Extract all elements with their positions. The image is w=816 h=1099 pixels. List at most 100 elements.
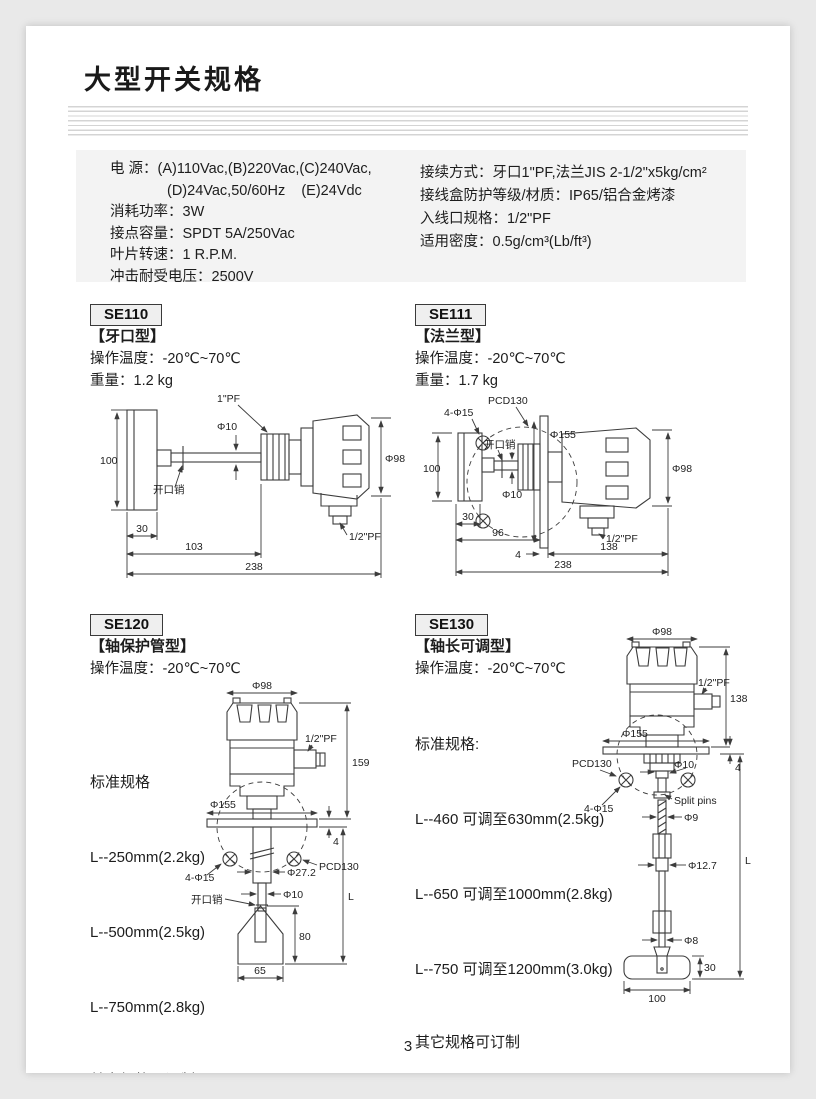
se110-dim-phi98: Φ98 [385,453,405,465]
se120-dim-halfpf: 1/2"PF [305,733,337,745]
se130-section-header: SE130 【轴长可调型】 操作温度：-20℃~70℃ [415,614,566,680]
se120-dim-phi10: Φ10 [283,889,303,901]
se130-dim-halfpf: 1/2"PF [698,677,730,689]
se111-dim-138: 138 [600,541,618,553]
se111-dim-holes: 4-Φ15 [444,407,474,419]
se130-std-line: L--750 可调至1200mm(3.0kg) [415,961,613,978]
se130-dim-phi10: Φ10 [674,759,694,771]
spec-protection: 接线盒防护等级/材质：IP65/铝合金烤漆 [420,188,676,204]
se130-std-title: 标准规格: [415,736,480,753]
se111-dim-halfpf: 1/2"PF [606,533,638,545]
se130-dim-pcd: PCD130 [572,758,612,770]
se130-dim-phi155: Φ155 [622,728,648,740]
spec-connection: 接续方式：牙口1"PF,法兰JIS 2-1/2"x5kg/cm² [420,165,707,181]
se130-standard-specs: 标准规格: L--460 可调至630mm(2.5kg) L--650 可调至1… [415,682,613,1073]
page-number: 3 [403,1038,413,1055]
spec-withstand: 冲击耐受电压：2500V [110,268,254,285]
se130-dim-L: L [745,855,751,867]
se120-dim-pin: 开口销 [191,893,223,906]
se130-dim-split: Split pins [674,795,717,807]
se111-model-badge: SE111 [415,304,487,326]
spec-consumption: 消耗功率：3W [110,204,205,220]
se130-dim-4: 4 [735,762,741,774]
se111-dim-96: 96 [492,527,504,539]
se110-dim-100: 100 [100,455,118,467]
se120-std-line: L--250mm(2.2kg) [90,849,206,866]
specs-left-column: 电 源：(A)110Vac,(B)220Vac,(C)240Vac, (D)24… [110,159,372,288]
se111-type: 【法兰型】 [415,328,491,345]
se111-dim-100: 100 [423,463,441,475]
spec-power: 电 源：(A)110Vac,(B)220Vac,(C)240Vac, [110,161,372,177]
se111-dim-pcd: PCD130 [488,395,528,407]
se110-temp: 操作温度：-20℃~70℃ [90,351,241,367]
spec-density: 适用密度：0.5g/cm³(Lb/ft³) [420,234,592,250]
se130-dim-holes: 4-Φ15 [584,803,614,815]
se111-dim-phi155: Φ155 [550,429,576,441]
se120-dim-80: 80 [299,931,311,943]
se130-technical-drawing: Φ98 1/2"PF 138 Φ155 4 PCD130 Φ10 Split p… [572,626,751,1005]
se130-std-line: L--460 可调至630mm(2.5kg) [415,811,605,828]
se120-dim-159: 159 [352,757,370,769]
se130-dim-100: 100 [648,993,666,1005]
se130-dim-phi9: Φ9 [684,812,698,824]
se120-section-header: SE120 【轴保护管型】 操作温度：-20℃~70℃ [90,614,241,680]
se110-model-badge: SE110 [90,304,163,326]
spec-rotation: 叶片转速：1 R.P.M. [110,247,238,263]
se120-standard-specs: 标准规格 L--250mm(2.2kg) L--500mm(2.5kg) L--… [90,720,205,1073]
se111-temp: 操作温度：-20℃~70℃ [415,351,566,367]
se120-dim-holes: 4-Φ15 [185,872,215,884]
se110-dim-pin: 开口销 [153,483,185,496]
se110-device-shapes [126,409,370,525]
se130-std-line: L--650 可调至1000mm(2.8kg) [415,886,613,903]
se120-model-badge: SE120 [90,614,164,636]
spec-inlet: 入线口规格：1/2"PF [420,211,551,227]
se120-dimension-lines [206,690,351,982]
document-page: 大型开关规格 电 源：(A)110Vac,(B)220Vac,(C)240Vac… [26,26,790,1073]
se120-dim-phi98: Φ98 [252,680,272,692]
se110-dim-238: 238 [245,561,263,573]
se110-type: 【牙口型】 [90,328,166,345]
se130-dimension-lines [599,636,744,994]
specs-right-column: 接续方式：牙口1"PF,法兰JIS 2-1/2"x5kg/cm² 接线盒防护等级… [420,162,707,254]
se130-device-shapes [602,641,721,980]
se111-dimension-lines [432,406,672,576]
page-title: 大型开关规格 [84,65,264,95]
spec-power-2: (D)24Vac,50/60Hz (E)24Vdc [167,182,362,199]
se110-technical-drawing: 1"PF Φ10 100 开口销 Φ98 30 103 238 1/2"PF [100,393,405,578]
se111-dim-phi10: Φ10 [502,489,522,501]
se120-dim-L: L [348,891,354,903]
se120-std-line: L--500mm(2.5kg) [90,924,206,941]
spec-contact: 接点容量：SPDT 5A/250Vac [110,225,295,242]
se120-std-line: L--750mm(2.8kg) [90,999,206,1016]
se110-dim-30: 30 [136,523,148,535]
se120-type: 【轴保护管型】 [90,638,196,655]
se110-dim-phi10: Φ10 [217,421,237,433]
common-specs-box: 电 源：(A)110Vac,(B)220Vac,(C)240Vac, (D)24… [76,150,746,285]
se120-temp: 操作温度：-20℃~70℃ [90,661,241,677]
se130-custom-note: 其它规格可订制 [415,1034,521,1051]
se111-technical-drawing: PCD130 4-Φ15 Φ155 开口销 100 Φ10 Φ98 30 96 … [423,395,692,576]
se111-device-shapes [457,415,651,549]
se110-weight: 重量：1.2 kg [90,373,173,389]
se111-dim-4: 4 [515,549,521,561]
se130-dim-30: 30 [704,962,716,974]
se130-dim-phi127: Φ12.7 [688,860,717,872]
se110-dimension-lines [111,404,391,578]
se111-weight: 重量：1.7 kg [415,373,498,389]
se120-std-title: 标准规格 [90,774,151,791]
se130-model-badge: SE130 [415,614,489,636]
se120-dim-pcd: PCD130 [319,861,359,873]
divider-stripes [68,106,748,139]
se120-dim-4: 4 [333,836,339,848]
se110-dim-halfpf: 1/2"PF [349,531,381,543]
se130-dim-phi98: Φ98 [652,626,672,638]
se111-dim-238: 238 [554,559,572,571]
se120-dim-phi27: Φ27.2 [287,867,316,879]
se110-section-header: SE110 【牙口型】 操作温度：-20℃~70℃ 重量：1.2 kg [90,304,241,392]
se120-dim-phi155: Φ155 [210,799,236,811]
se120-dim-65: 65 [254,965,266,977]
se111-dim-phi98: Φ98 [672,463,692,475]
se130-temp: 操作温度：-20℃~70℃ [415,661,566,677]
se130-dim-phi8: Φ8 [684,935,698,947]
